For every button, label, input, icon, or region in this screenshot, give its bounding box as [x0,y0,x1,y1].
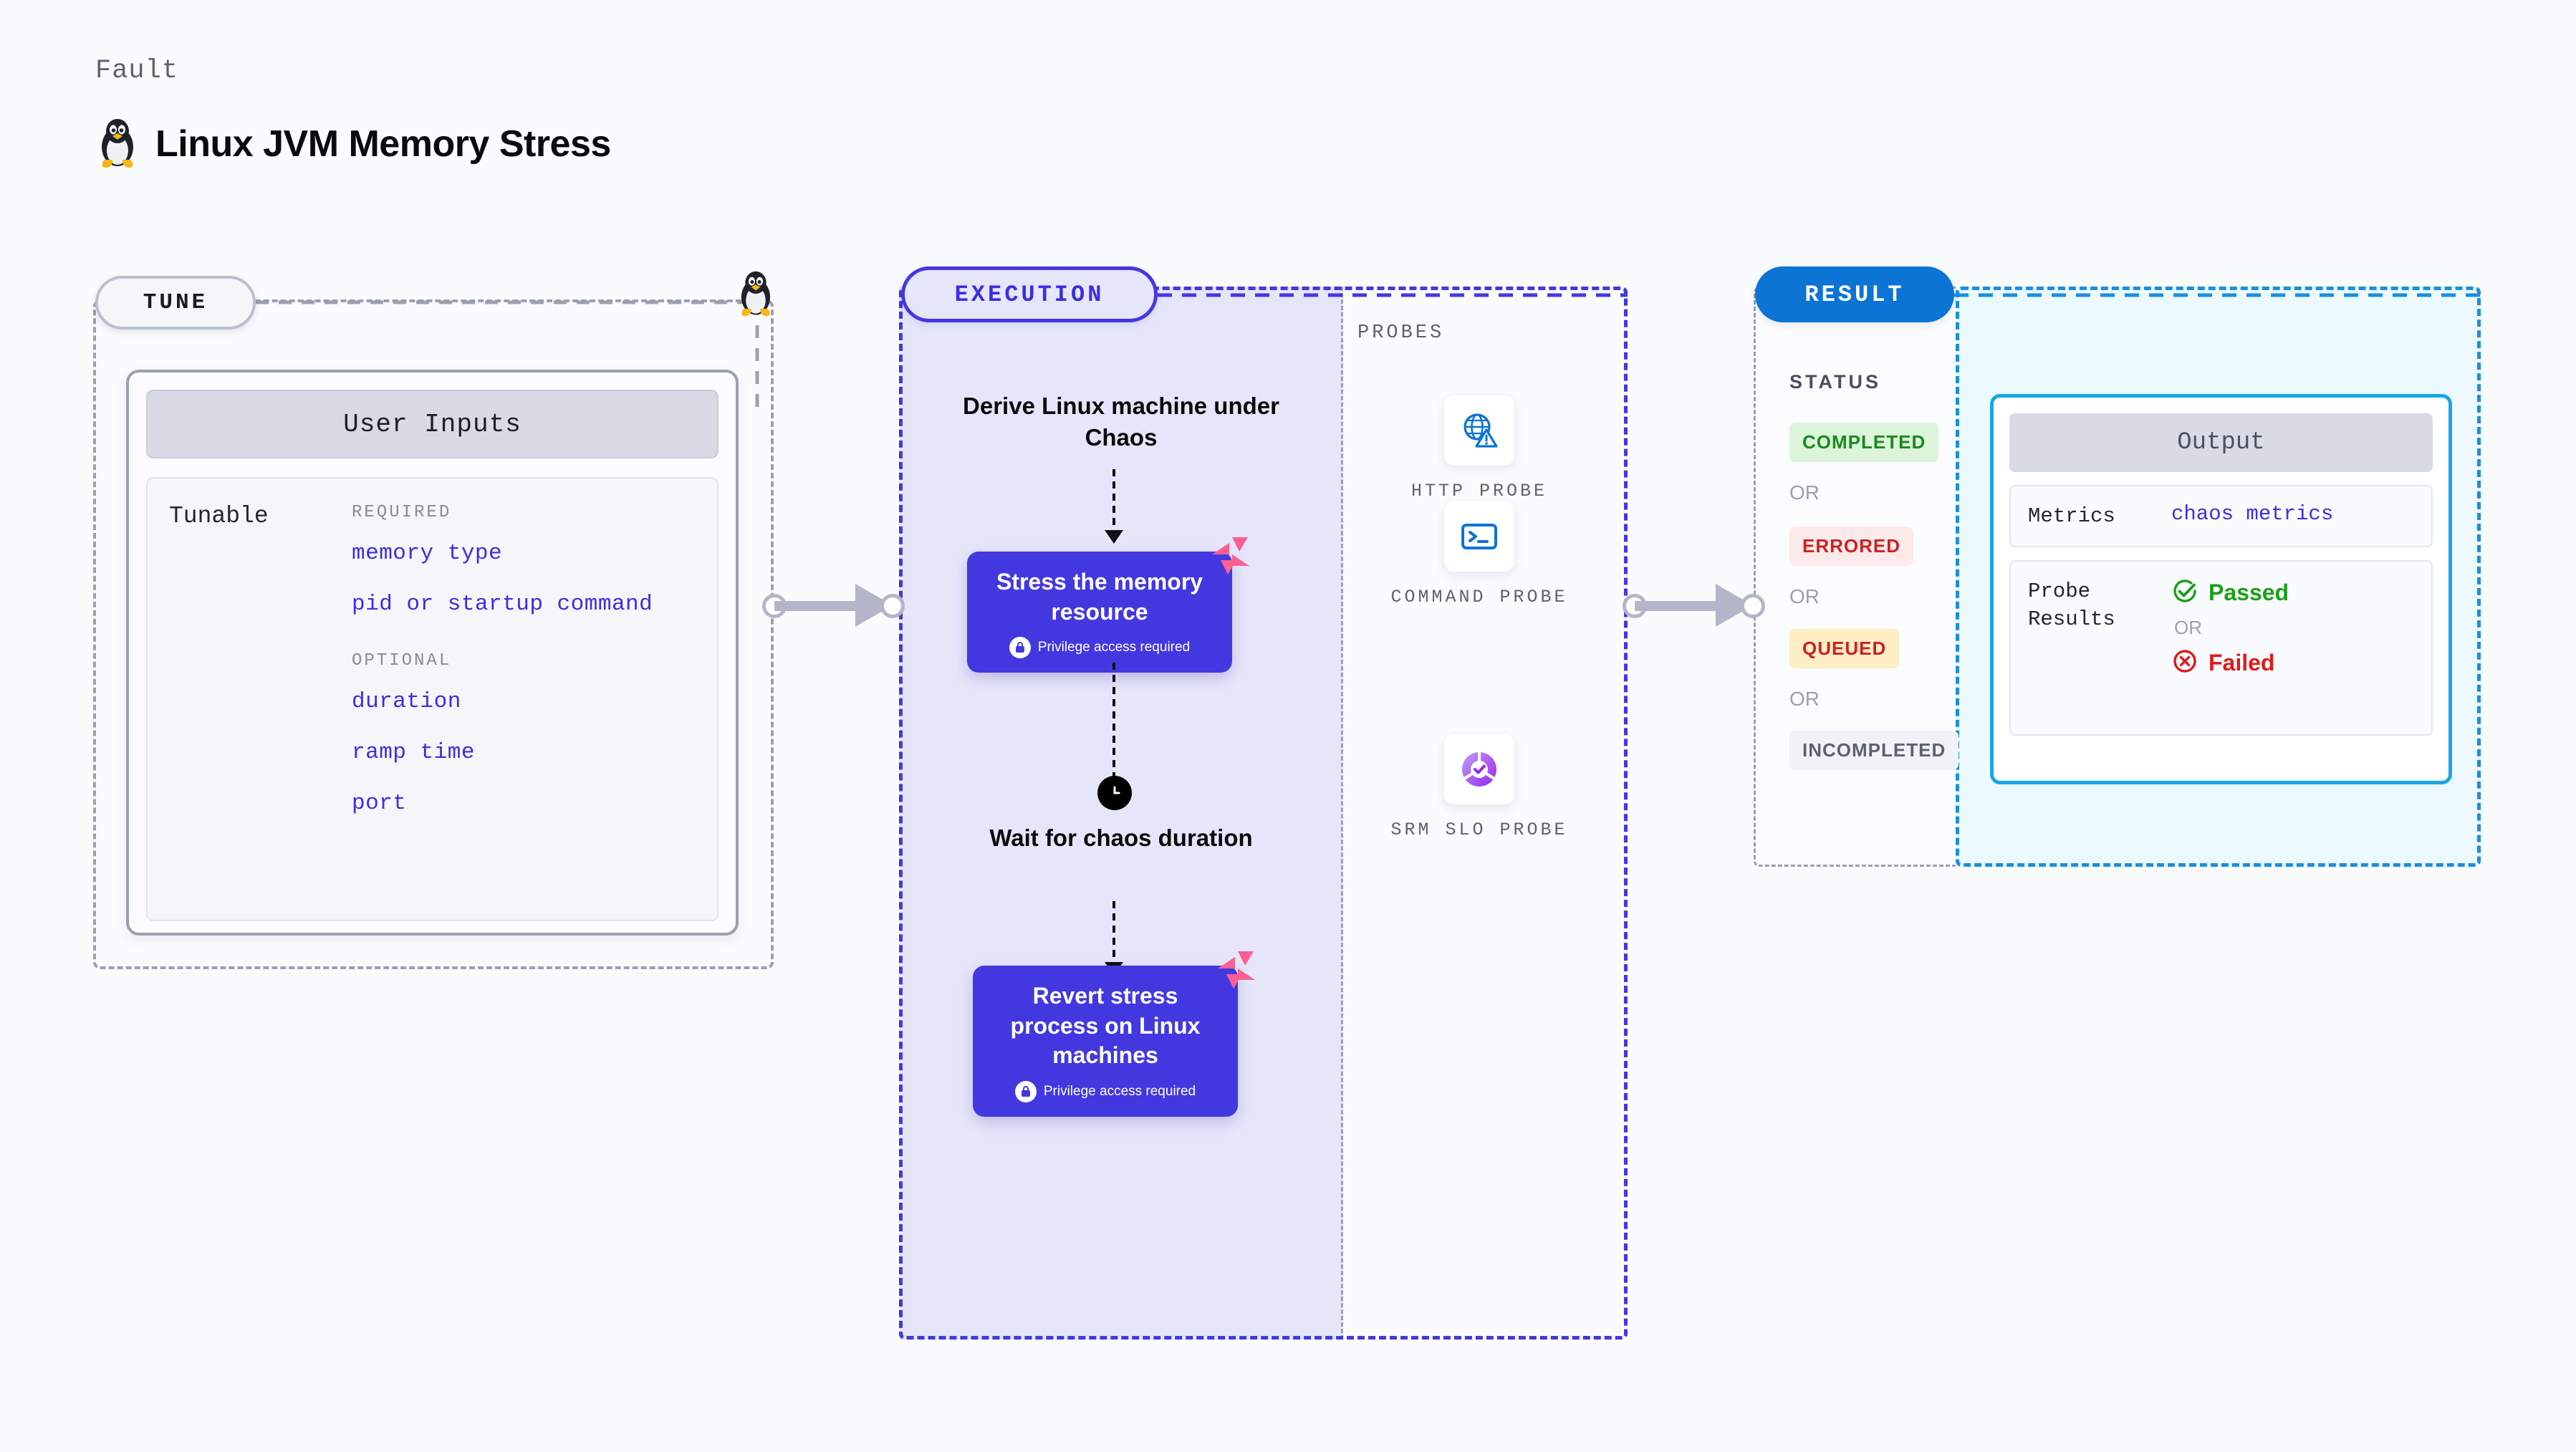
tune-dashed-connector [256,300,759,407]
execution-card-stress-title: Stress the memory resource [996,569,1203,625]
probe-result-failed: Failed [2171,648,2289,678]
lock-icon [1014,1080,1037,1102]
probe-command[interactable]: COMMAND PROBE [1372,501,1587,610]
probe-srm-slo[interactable]: SRM SLO PROBE [1372,734,1587,843]
status-badge-errored: ERRORED [1789,527,1914,566]
execution-step-derive: Derive Linux machine under Chaos [963,393,1279,451]
tune-panel [93,299,774,969]
tunable-memory-type[interactable]: memory type [352,541,503,566]
tunable-ramp-time[interactable]: ramp time [352,740,475,765]
execution-section-label[interactable]: EXECUTION [901,266,1158,322]
probe-srm-slo-label: SRM SLO PROBE [1390,819,1568,840]
output-probe-results-row: Probe Results Passed OR [2009,560,2433,736]
execution-label-text: EXECUTION [954,281,1105,308]
result-label-text: RESULT [1804,281,1905,308]
user-inputs-title: User Inputs [146,390,719,458]
privilege-note: Privilege access required [986,1080,1225,1102]
execution-probes-container [899,287,1628,1340]
result-status-region [1754,287,1956,867]
status-or-1: OR [1789,481,1820,504]
probe-result-passed: Passed [2171,577,2289,608]
privilege-note: Privilege access required [980,637,1219,659]
execution-card-revert-title: Revert stress process on Linux machines [1010,983,1201,1069]
linux-tux-icon-connector [735,271,777,322]
tune-section-label[interactable]: TUNE [95,276,256,330]
page-eyebrow: Fault [95,56,179,86]
page-title: Linux JVM Memory Stress [155,123,611,165]
result-dashed-connector [1954,293,2481,297]
execution-column [899,287,1343,1340]
x-circle-icon [2171,648,2198,678]
tunable-label: Tunable [169,503,269,529]
check-circle-icon [2171,577,2198,608]
probe-results-values: Passed OR Failed [2171,577,2289,718]
privilege-note-text: Privilege access required [1037,640,1191,655]
connector-tune-to-execution [762,584,905,627]
execution-arrow-3 [1105,901,1123,976]
probe-results-label: Probe Results [2028,580,2115,632]
status-badge-queued: QUEUED [1789,629,1900,668]
tune-label-text: TUNE [143,290,208,315]
harness-flag-icon [1208,533,1252,577]
tunable-duration[interactable]: duration [352,689,461,714]
harness-flag-icon [1213,947,1258,991]
metrics-label: Metrics [2028,504,2115,528]
clock-icon [1097,776,1132,810]
optional-heading: OPTIONAL [352,651,452,670]
execution-step-wait: Wait for chaos duration [989,824,1253,851]
status-title: STATUS [1789,371,1881,393]
slo-donut-check-icon [1444,734,1514,804]
output-title: Output [2009,413,2433,472]
user-inputs-card: User Inputs Tunable REQUIRED memory type… [126,370,739,936]
lock-icon [1009,637,1031,659]
status-or-3: OR [1789,688,1820,710]
probe-command-label: COMMAND PROBE [1390,587,1568,607]
page-title-row: Linux JVM Memory Stress [95,118,611,170]
status-badge-completed: COMPLETED [1789,423,1939,462]
output-metrics-row: Metrics chaos metrics [2009,485,2433,548]
execution-dashed-connector [1158,293,1628,297]
passed-label: Passed [2209,580,2289,606]
probes-title: PROBES [1357,322,1445,344]
execution-arrow-2 [1105,663,1123,792]
tunable-port[interactable]: port [352,791,407,816]
connector-execution-to-result [1623,584,1766,627]
privilege-note-text: Privilege access required [1043,1083,1196,1099]
status-or-2: OR [1789,585,1820,607]
required-heading: REQUIRED [352,503,452,522]
tunable-box: Tunable REQUIRED memory type pid or star… [146,477,719,921]
failed-label: Failed [2209,650,2275,676]
probe-http[interactable]: HTTP PROBE [1372,395,1587,504]
execution-card-stress[interactable]: Stress the memory resource Privilege acc… [967,537,1249,673]
probe-http-label: HTTP PROBE [1410,481,1548,501]
tunable-list: REQUIRED memory type pid or startup comm… [352,503,696,895]
tunable-pid-or-startup-command[interactable]: pid or startup command [352,592,653,617]
execution-arrow-1 [1105,469,1123,544]
linux-tux-icon [95,118,140,170]
globe-warning-icon [1444,395,1514,466]
probe-result-or: OR [2174,617,2202,639]
metrics-value[interactable]: chaos metrics [2171,502,2334,526]
output-card: Output Metrics chaos metrics Probe Resul… [1990,394,2452,784]
result-section-label[interactable]: RESULT [1755,266,1954,322]
execution-card-revert[interactable]: Revert stress process on Linux machines … [973,951,1255,1117]
status-badge-incompleted: INCOMPLETED [1789,731,1959,770]
terminal-icon [1444,501,1514,572]
